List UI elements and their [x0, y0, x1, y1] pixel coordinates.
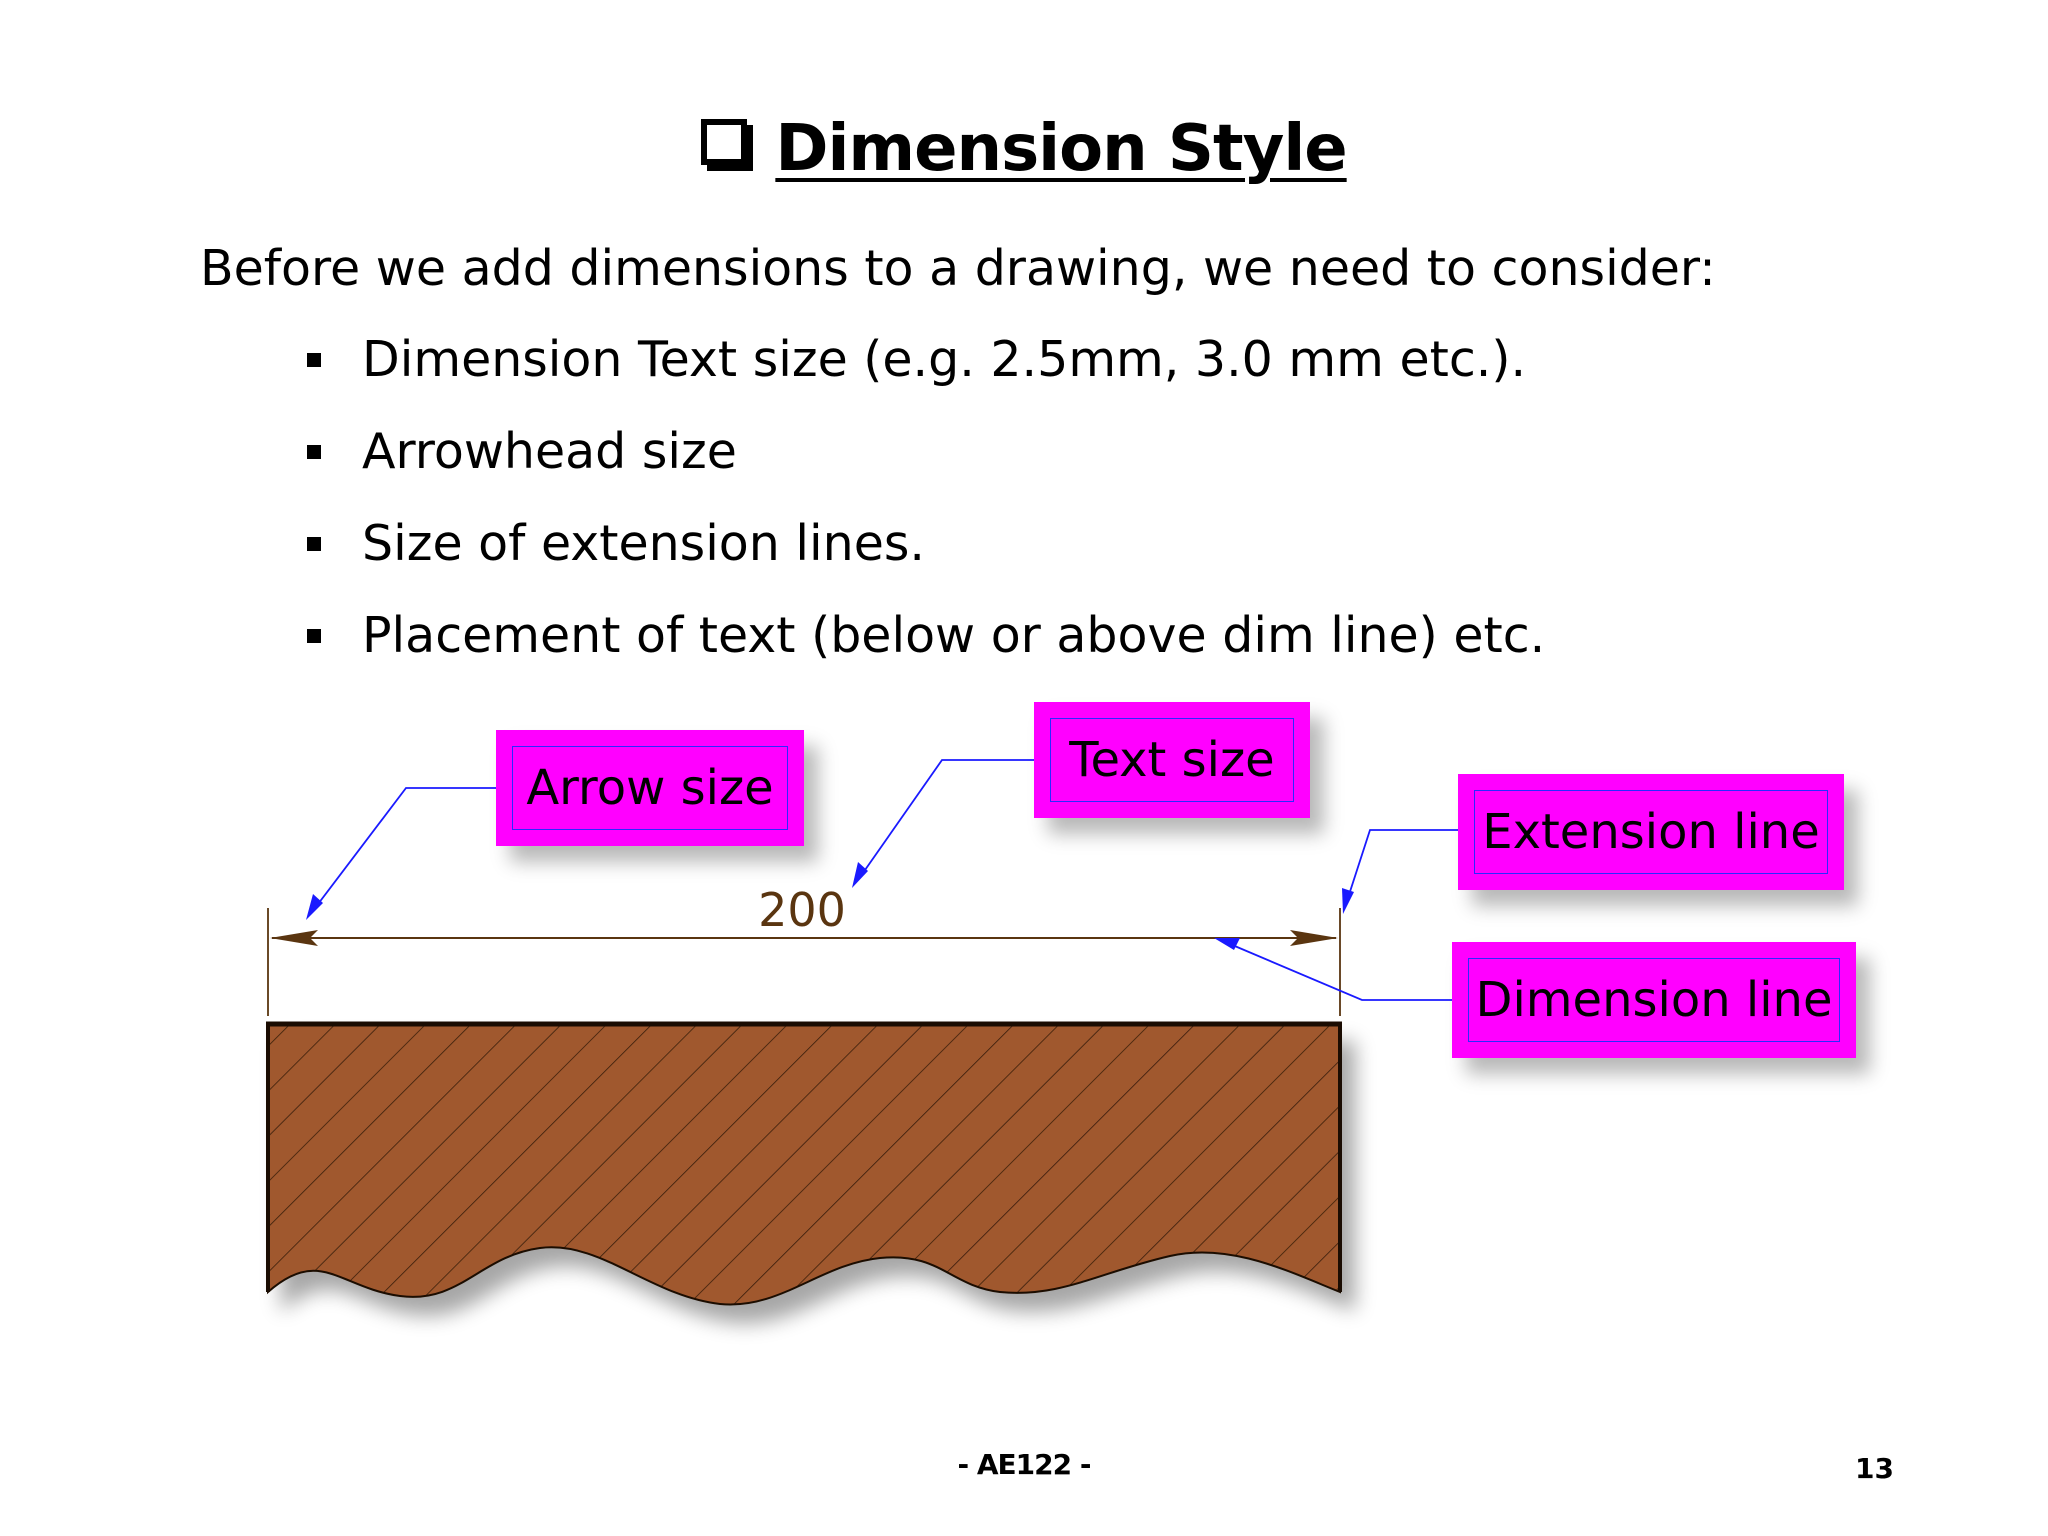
title-text: Dimension Style [775, 112, 1347, 186]
page-number: 13 [1855, 1452, 1894, 1485]
square-bullet-icon [307, 353, 321, 367]
callout-label: Extension line [1474, 790, 1828, 874]
footer-course-code: - AE122 - [957, 1448, 1092, 1481]
leader-arrowhead-icon [1342, 888, 1354, 914]
intro-text: Before we add dimensions to a drawing, w… [200, 240, 1716, 297]
square-bullet-icon [307, 537, 321, 551]
list-item: Size of extension lines. [300, 514, 1545, 606]
callout-label: Text size [1050, 718, 1294, 802]
arrowhead-left-icon [270, 930, 318, 946]
list-item-text: Placement of text (below or above dim li… [362, 607, 1546, 664]
consideration-list: Dimension Text size (e.g. 2.5mm, 3.0 mm … [300, 330, 1545, 698]
slide-title: Dimension Style [0, 112, 2048, 186]
square-bullet-icon [307, 445, 321, 459]
callout-label: Dimension line [1468, 958, 1840, 1042]
leader-arrowhead-icon [1214, 938, 1240, 950]
dimension-value: 200 [758, 883, 846, 937]
list-item: Placement of text (below or above dim li… [300, 606, 1545, 698]
list-item-text: Dimension Text size (e.g. 2.5mm, 3.0 mm … [362, 331, 1527, 388]
square-bullet-icon [307, 629, 321, 643]
callout-extension-line: Extension line [1458, 774, 1844, 890]
callout-text-size: Text size [1034, 702, 1310, 818]
checkbox-bullet-icon [701, 119, 748, 166]
list-item-text: Size of extension lines. [362, 515, 925, 572]
callout-label: Arrow size [512, 746, 788, 830]
leader-extension-line [1345, 829, 1478, 905]
callout-arrow-size: Arrow size [496, 730, 804, 846]
leader-arrowhead-icon [852, 862, 868, 888]
leader-text-size [857, 759, 1046, 881]
leader-arrow-size [311, 787, 505, 913]
list-item: Arrowhead size [300, 422, 1545, 514]
leader-dimension-line [1229, 943, 1462, 1001]
dimension-drawing: 200 [266, 759, 1478, 1306]
callout-dimension-line: Dimension line [1452, 942, 1856, 1058]
list-item-text: Arrowhead size [362, 423, 737, 480]
arrowhead-right-icon [1290, 930, 1338, 946]
leader-arrowhead-icon [306, 894, 323, 920]
material-section [267, 1023, 1341, 1306]
list-item: Dimension Text size (e.g. 2.5mm, 3.0 mm … [300, 330, 1545, 422]
